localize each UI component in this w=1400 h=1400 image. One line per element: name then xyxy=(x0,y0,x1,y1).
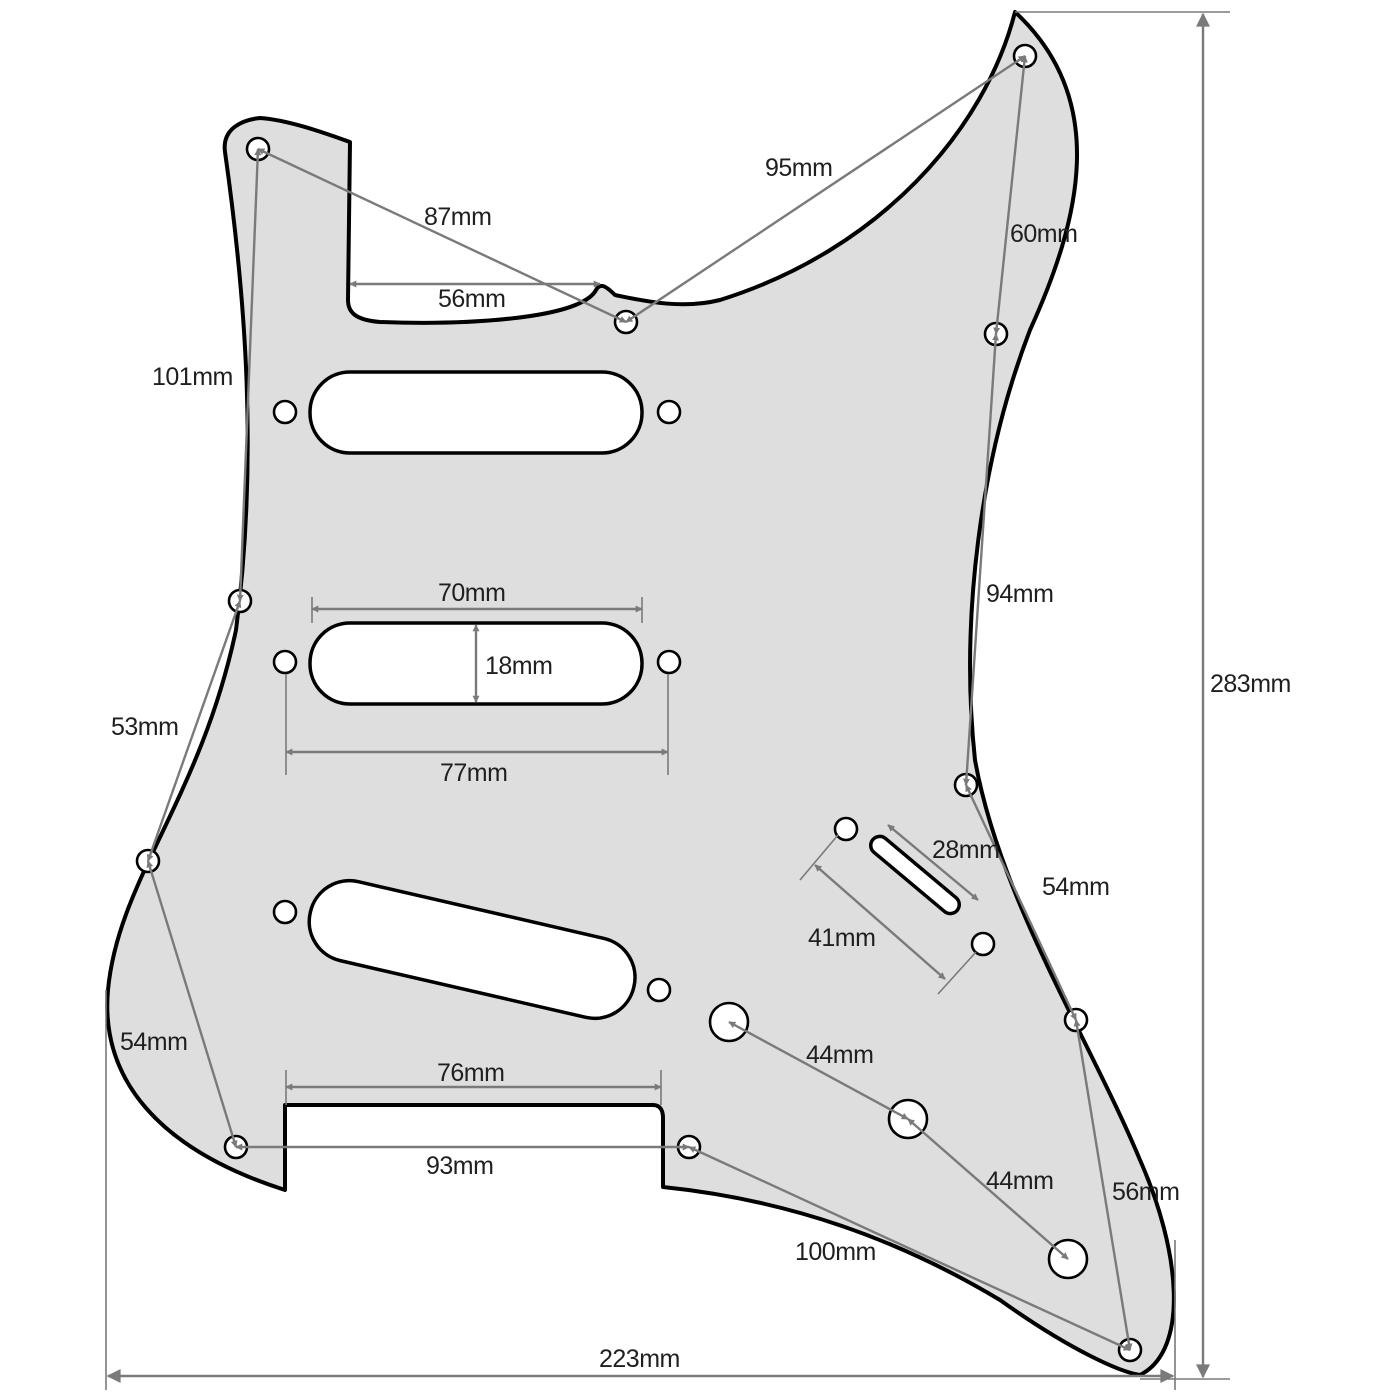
dim-line-44mm-b xyxy=(907,1118,1069,1260)
pickup-screw-hole xyxy=(272,399,298,425)
dim-line-101mm xyxy=(236,148,262,602)
label-60mm: 60mm xyxy=(1010,220,1077,248)
label-41mm: 41mm xyxy=(808,924,875,952)
label-77mm: 77mm xyxy=(440,759,507,787)
label-54mm-left: 54mm xyxy=(120,1028,187,1056)
overall-height-label: 283mm xyxy=(1210,670,1291,698)
dim-line-28mm xyxy=(887,824,979,901)
dim-line-41mm xyxy=(814,864,946,980)
extension-lines xyxy=(105,11,1230,1390)
dim-line-56mm-right xyxy=(1073,1019,1133,1351)
label-76mm: 76mm xyxy=(437,1059,504,1087)
label-70mm: 70mm xyxy=(438,579,505,607)
label-53mm: 53mm xyxy=(111,713,178,741)
pickup-screw-hole xyxy=(656,649,682,675)
label-101mm: 101mm xyxy=(152,363,233,391)
label-44mm-a: 44mm xyxy=(806,1041,873,1069)
switch-screw-hole xyxy=(833,816,859,842)
dim-line-53mm xyxy=(146,600,242,862)
label-87mm: 87mm xyxy=(424,203,491,231)
pickup-screw-hole xyxy=(272,649,298,675)
dim-line-44mm-a xyxy=(728,1020,909,1121)
dim-line-95mm xyxy=(625,55,1026,323)
overall-width-label: 223mm xyxy=(599,1345,680,1373)
dim-line-54mm-left xyxy=(146,860,238,1148)
bridge-pickup-cutout xyxy=(307,878,637,1021)
label-95mm: 95mm xyxy=(765,154,832,182)
dimension-lines xyxy=(106,12,1210,1383)
pickup-screw-hole xyxy=(272,899,298,925)
label-44mm-b: 44mm xyxy=(986,1167,1053,1195)
label-18mm: 18mm xyxy=(485,652,552,680)
label-94mm: 94mm xyxy=(986,580,1053,608)
neck-pickup-cutout xyxy=(308,370,644,455)
dim-line-87mm xyxy=(257,147,627,324)
label-93mm: 93mm xyxy=(426,1152,493,1180)
pickup-screw-hole xyxy=(646,977,672,1003)
dim-line-60mm xyxy=(993,55,1028,335)
dimension-labels: 223mm 283mm 87mm 95mm 56mm 60mm 101mm 70… xyxy=(111,154,1291,1373)
dim-line-54mm-right xyxy=(964,784,1078,1021)
label-56mm-right: 56mm xyxy=(1112,1178,1179,1206)
label-28mm: 28mm xyxy=(932,836,999,864)
dim-line-94mm xyxy=(962,333,1000,786)
label-56mm: 56mm xyxy=(438,285,505,313)
label-100mm: 100mm xyxy=(795,1238,876,1266)
pickup-screw-hole xyxy=(656,399,682,425)
label-54mm-right: 54mm xyxy=(1042,873,1109,901)
